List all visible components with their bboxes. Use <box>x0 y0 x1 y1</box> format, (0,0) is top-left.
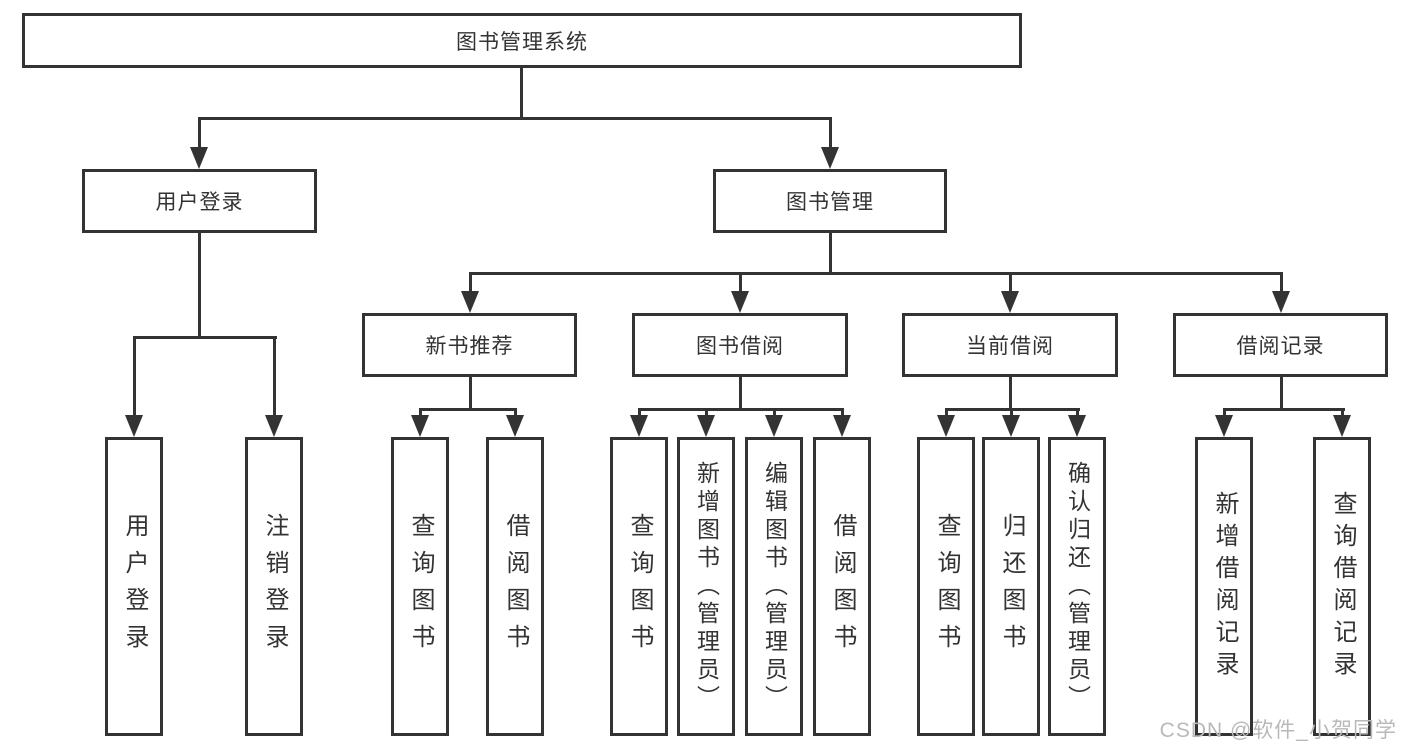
arrow-down-icon <box>821 147 839 169</box>
connector-line <box>739 272 742 293</box>
arrow-down-icon <box>265 415 283 437</box>
leaf-label: 查询借阅记录 <box>1329 490 1356 683</box>
node-label: 图书管理 <box>786 191 874 214</box>
connector-line <box>739 377 742 411</box>
node-user-login: 用户登录 <box>82 169 317 233</box>
arrow-down-icon <box>731 291 749 313</box>
connector-line <box>638 408 641 417</box>
node-label: 图书管理系统 <box>456 30 588 54</box>
leaf-confirm-return-admin: 确认归还（管理员） <box>1048 437 1106 736</box>
arrow-down-icon <box>411 415 429 437</box>
node-library-management-system: 图书管理系统 <box>22 13 1022 68</box>
connector-line <box>469 272 1283 275</box>
node-book-management: 图书管理 <box>713 169 947 233</box>
arrow-down-icon <box>1001 291 1019 313</box>
leaf-label: 编辑图书（管理员） <box>761 460 788 713</box>
leaf-label: 归还图书 <box>998 512 1025 661</box>
leaf-query-borrow-record: 查询借阅记录 <box>1313 437 1371 736</box>
node-label: 借阅记录 <box>1236 335 1325 358</box>
connector-line <box>419 408 517 411</box>
leaf-query-books-current: 查询图书 <box>917 437 975 736</box>
arrow-down-icon <box>833 415 851 437</box>
arrow-down-icon <box>937 415 955 437</box>
arrow-down-icon <box>1215 415 1233 437</box>
connector-line <box>1341 408 1344 417</box>
leaf-logout: 注销登录 <box>245 437 303 736</box>
connector-line <box>1223 408 1345 411</box>
connector-line <box>514 408 517 417</box>
leaf-label: 新增图书（管理员） <box>693 460 720 713</box>
leaf-label: 用户登录 <box>121 512 148 661</box>
connector-line <box>1280 377 1283 411</box>
arrow-down-icon <box>461 291 479 313</box>
leaf-add-borrow-record: 新增借阅记录 <box>1195 437 1253 736</box>
connector-line <box>198 117 832 120</box>
connector-line <box>133 336 277 339</box>
arrow-down-icon <box>190 147 208 169</box>
connector-line <box>945 408 948 417</box>
csdn-watermark: CSDN @软件_小贺同学 <box>1159 719 1397 742</box>
node-label: 用户登录 <box>155 191 244 214</box>
connector-line <box>469 377 472 411</box>
leaf-return-books: 归还图书 <box>982 437 1040 736</box>
arrow-down-icon <box>630 415 648 437</box>
arrow-down-icon <box>506 415 524 437</box>
node-label: 当前借阅 <box>966 335 1054 358</box>
leaf-add-books-admin: 新增图书（管理员） <box>677 437 735 736</box>
node-book-borrowing: 图书借阅 <box>632 313 848 377</box>
connector-line <box>469 272 472 293</box>
connector-line <box>829 233 832 275</box>
arrow-down-icon <box>1333 415 1351 437</box>
arrow-down-icon <box>1002 415 1020 437</box>
leaf-label: 查询图书 <box>933 512 960 661</box>
leaf-edit-books-admin: 编辑图书（管理员） <box>745 437 803 736</box>
node-borrowing-records: 借阅记录 <box>1173 313 1388 377</box>
arrow-down-icon <box>125 415 143 437</box>
arrow-down-icon <box>1272 291 1290 313</box>
leaf-label: 新增借阅记录 <box>1211 490 1238 683</box>
connector-line <box>1009 377 1012 411</box>
leaf-label: 查询图书 <box>626 512 653 661</box>
leaf-borrow-books: 借阅图书 <box>813 437 871 736</box>
connector-line <box>198 233 201 339</box>
connector-line <box>841 408 844 417</box>
connector-line <box>1010 408 1013 417</box>
leaf-query-books-borrowing: 查询图书 <box>610 437 668 736</box>
connector-line <box>773 408 776 417</box>
connector-line <box>1223 408 1226 417</box>
arrow-down-icon <box>697 415 715 437</box>
arrow-down-icon <box>1068 415 1086 437</box>
node-label: 新书推荐 <box>425 335 514 358</box>
connector-line <box>829 117 832 149</box>
connector-line <box>198 117 201 149</box>
connector-line <box>1076 408 1079 417</box>
node-new-book-recommendation: 新书推荐 <box>362 313 577 377</box>
leaf-label: 确认归还（管理员） <box>1064 460 1091 713</box>
arrow-down-icon <box>765 415 783 437</box>
connector-line <box>520 68 523 118</box>
leaf-borrow-books-recommend: 借阅图书 <box>486 437 544 736</box>
leaf-query-books-recommend: 查询图书 <box>391 437 449 736</box>
leaf-label: 借阅图书 <box>502 512 529 661</box>
leaf-user-login: 用户登录 <box>105 437 163 736</box>
connector-line <box>1009 272 1012 293</box>
node-current-borrowing: 当前借阅 <box>902 313 1118 377</box>
connector-line <box>1280 272 1283 293</box>
connector-line <box>273 336 276 417</box>
leaf-label: 借阅图书 <box>829 512 856 661</box>
connector-line <box>638 408 844 411</box>
connector-line <box>419 408 422 417</box>
leaf-label: 注销登录 <box>261 512 288 661</box>
leaf-label: 查询图书 <box>407 512 434 661</box>
connector-line <box>705 408 708 417</box>
connector-line <box>133 336 136 417</box>
node-label: 图书借阅 <box>696 335 784 358</box>
